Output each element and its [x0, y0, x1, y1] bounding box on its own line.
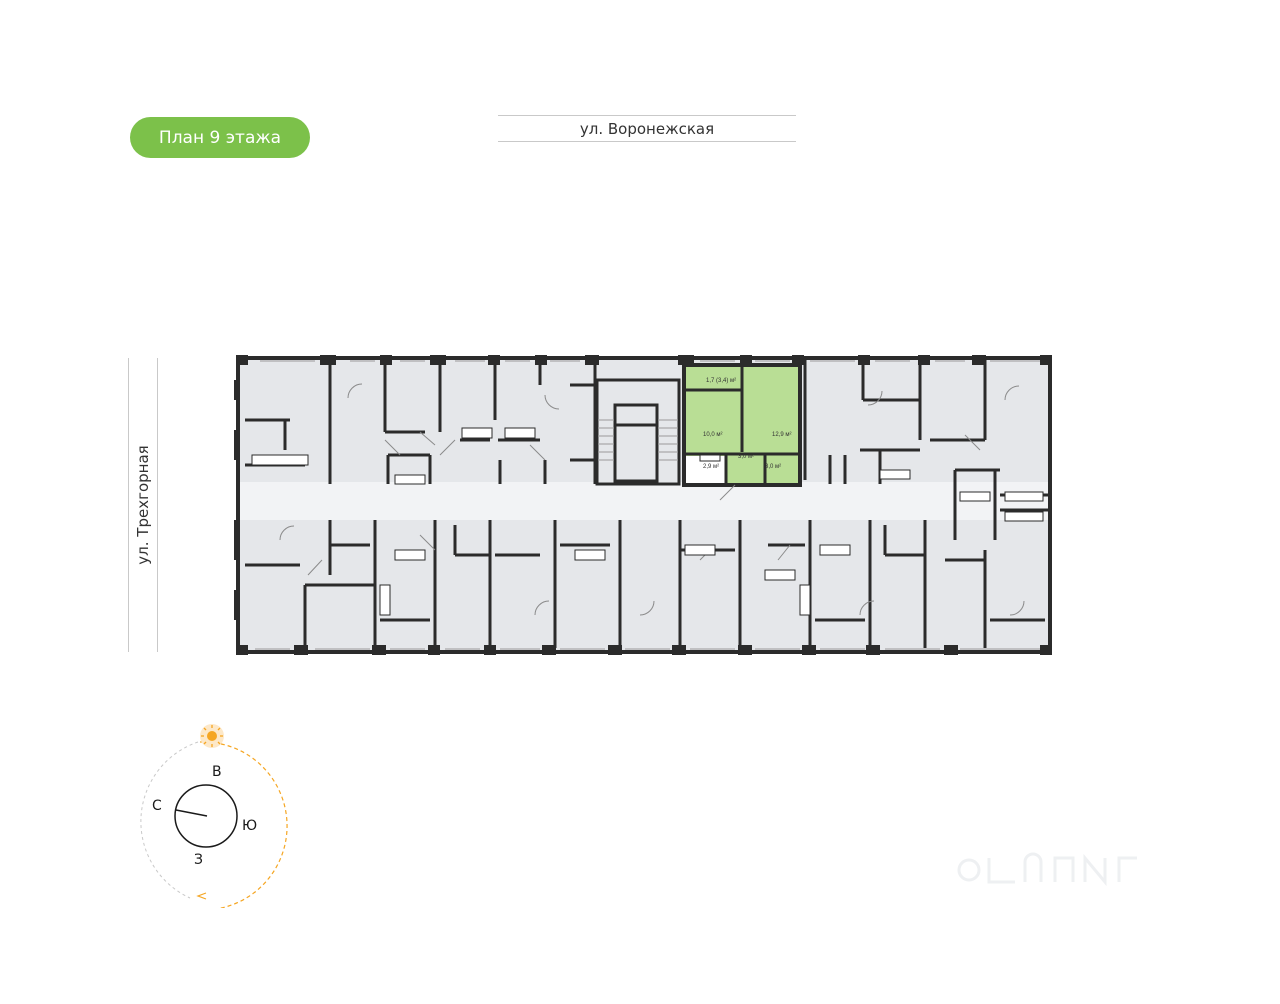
compass-west-label: З [194, 852, 203, 868]
room-area-label: 12,9 м² [772, 432, 791, 438]
sun-path [199, 741, 288, 908]
compass-south-label: Ю [242, 818, 257, 834]
street-label-top: ул. Воронежская [498, 115, 796, 142]
room-area-label: 1,7 (3,4) м² [706, 378, 736, 384]
floor-badge: План 9 этажа [130, 117, 310, 158]
watermark-logo [957, 852, 1137, 887]
compass: В С Ю З [140, 724, 288, 908]
room-area-label: 2,9 м² [703, 464, 719, 470]
stairs [598, 419, 678, 461]
direction-arrow-icon [196, 892, 207, 900]
outer-walls [236, 356, 1052, 654]
room-area-labels: 1,7 (3,4) м² 10,0 м² 12,9 м² 2,9 м² 3,0 … [703, 378, 791, 470]
windows [255, 360, 1040, 650]
room-area-label: 3,0 м² [765, 464, 781, 470]
street-label-left: ул. Трехгорная [128, 358, 158, 652]
room-area-label: 10,0 м² [703, 432, 722, 438]
compass-east-label: В [212, 764, 222, 780]
kitchen-counters [251, 427, 1044, 616]
street-name-top: ул. Воронежская [579, 119, 715, 138]
compass-north-label: С [152, 798, 162, 814]
compass-needle [175, 809, 208, 817]
interior-walls [245, 360, 1048, 648]
room-area-label: 3,0 м² [738, 454, 754, 460]
corridor [240, 482, 1048, 520]
sun-icon [200, 724, 224, 748]
